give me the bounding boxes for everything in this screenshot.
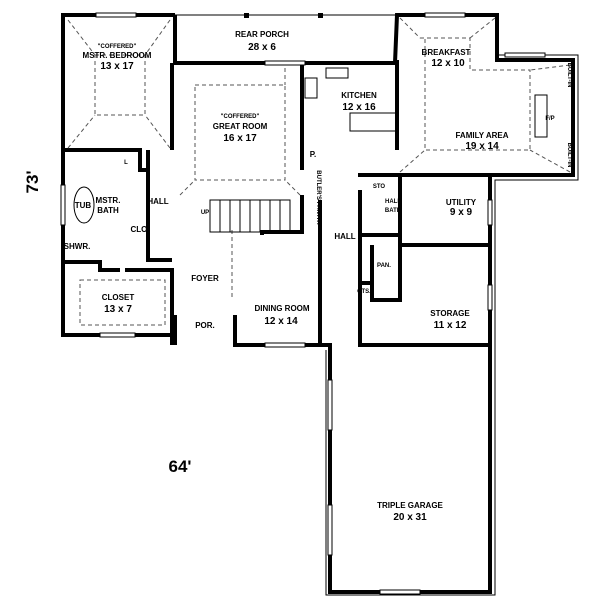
room-name: FAMILY AREA <box>455 131 508 140</box>
room-name: DINING ROOM <box>254 304 309 313</box>
room-name: STORAGE <box>430 309 470 318</box>
room-breakfast: BREAKFAST 12 x 10 <box>422 48 471 69</box>
room-triple-garage: TRIPLE GARAGE 20 x 31 <box>377 501 443 523</box>
built-in-label-top: BUILT-IN <box>566 63 572 88</box>
room-master-bedroom: "COFFERED" MSTR. BEDROOM 13 x 17 <box>83 44 152 72</box>
room-name: TRIPLE GARAGE <box>377 501 443 510</box>
hall-right-label: HALL <box>334 232 355 241</box>
shower-label: SHWR. <box>64 242 91 251</box>
hall-left-label: HALL <box>147 197 168 206</box>
tub-label: TUB <box>75 201 92 210</box>
room-size: 13 x 17 <box>100 61 134 72</box>
room-name: BATH <box>385 208 401 214</box>
kitchen-fixtures <box>73 67 548 224</box>
room-name: BREAKFAST <box>422 48 471 57</box>
built-in-label-bottom: BUILT-IN <box>566 143 572 168</box>
coffered-ceiling-lines <box>67 17 571 326</box>
room-size: 11 x 12 <box>434 320 467 331</box>
room-size: 19 x 14 <box>465 141 499 152</box>
room-utility: UTILITY 9 x 9 <box>446 198 477 218</box>
butlers-pantry-label: BUTLER'S PANTRY <box>315 170 321 225</box>
room-dining-room: DINING ROOM 12 x 14 <box>254 304 309 327</box>
cts-label: CTS. <box>357 289 371 295</box>
stairs-up-label: UP <box>201 210 209 216</box>
rear-porch-outline <box>175 13 395 18</box>
room-name: KITCHEN <box>341 91 377 100</box>
foyer-label: FOYER <box>191 274 219 283</box>
room-size: 20 x 31 <box>393 512 427 523</box>
room-size: 28 x 6 <box>248 42 276 53</box>
pantry-small-label: P. <box>310 150 317 159</box>
room-name: GREAT ROOM <box>213 122 268 131</box>
interior-walls <box>63 60 573 347</box>
porch-front-label: POR. <box>195 321 215 330</box>
fireplace-label: F/P <box>545 116 554 122</box>
room-family-area: FAMILY AREA 19 x 14 <box>455 131 508 152</box>
room-storage: STORAGE 11 x 12 <box>430 309 470 331</box>
room-name: MSTR. <box>96 196 121 205</box>
room-kitchen: KITCHEN 12 x 16 <box>341 91 377 113</box>
room-size: 12 x 14 <box>264 316 298 327</box>
room-closet: CLOSET 13 x 7 <box>102 293 135 315</box>
room-size: 12 x 10 <box>431 58 465 69</box>
room-name: UTILITY <box>446 198 477 207</box>
room-name: CLOSET <box>102 293 135 302</box>
room-note: "COFFERED" <box>98 44 137 50</box>
storage-small-label: STO <box>373 184 386 190</box>
room-name: BATH <box>97 206 119 215</box>
room-master-bath: MSTR. BATH <box>96 196 121 215</box>
stairs <box>209 199 291 233</box>
room-size: 13 x 7 <box>104 304 132 315</box>
windows <box>60 12 546 595</box>
room-name: REAR PORCH <box>235 30 289 39</box>
closet-small-label: CLO. <box>130 225 149 234</box>
room-size: 16 x 17 <box>223 133 257 144</box>
room-rear-porch: REAR PORCH 28 x 6 <box>235 30 289 53</box>
overall-width-dimension: 64' <box>169 457 192 476</box>
pantry-label: PAN. <box>377 263 391 269</box>
room-note: "COFFERED" <box>221 114 260 120</box>
linen-label: L <box>124 160 128 166</box>
room-name: HALF <box>385 199 401 205</box>
room-half-bath: HALF BATH <box>385 199 401 214</box>
room-great-room: "COFFERED" GREAT ROOM 16 x 17 <box>213 114 268 144</box>
room-size: 9 x 9 <box>450 207 473 218</box>
overall-depth-dimension: 73' <box>23 171 42 194</box>
room-size: 12 x 16 <box>342 102 376 113</box>
room-name: MSTR. BEDROOM <box>83 51 152 60</box>
